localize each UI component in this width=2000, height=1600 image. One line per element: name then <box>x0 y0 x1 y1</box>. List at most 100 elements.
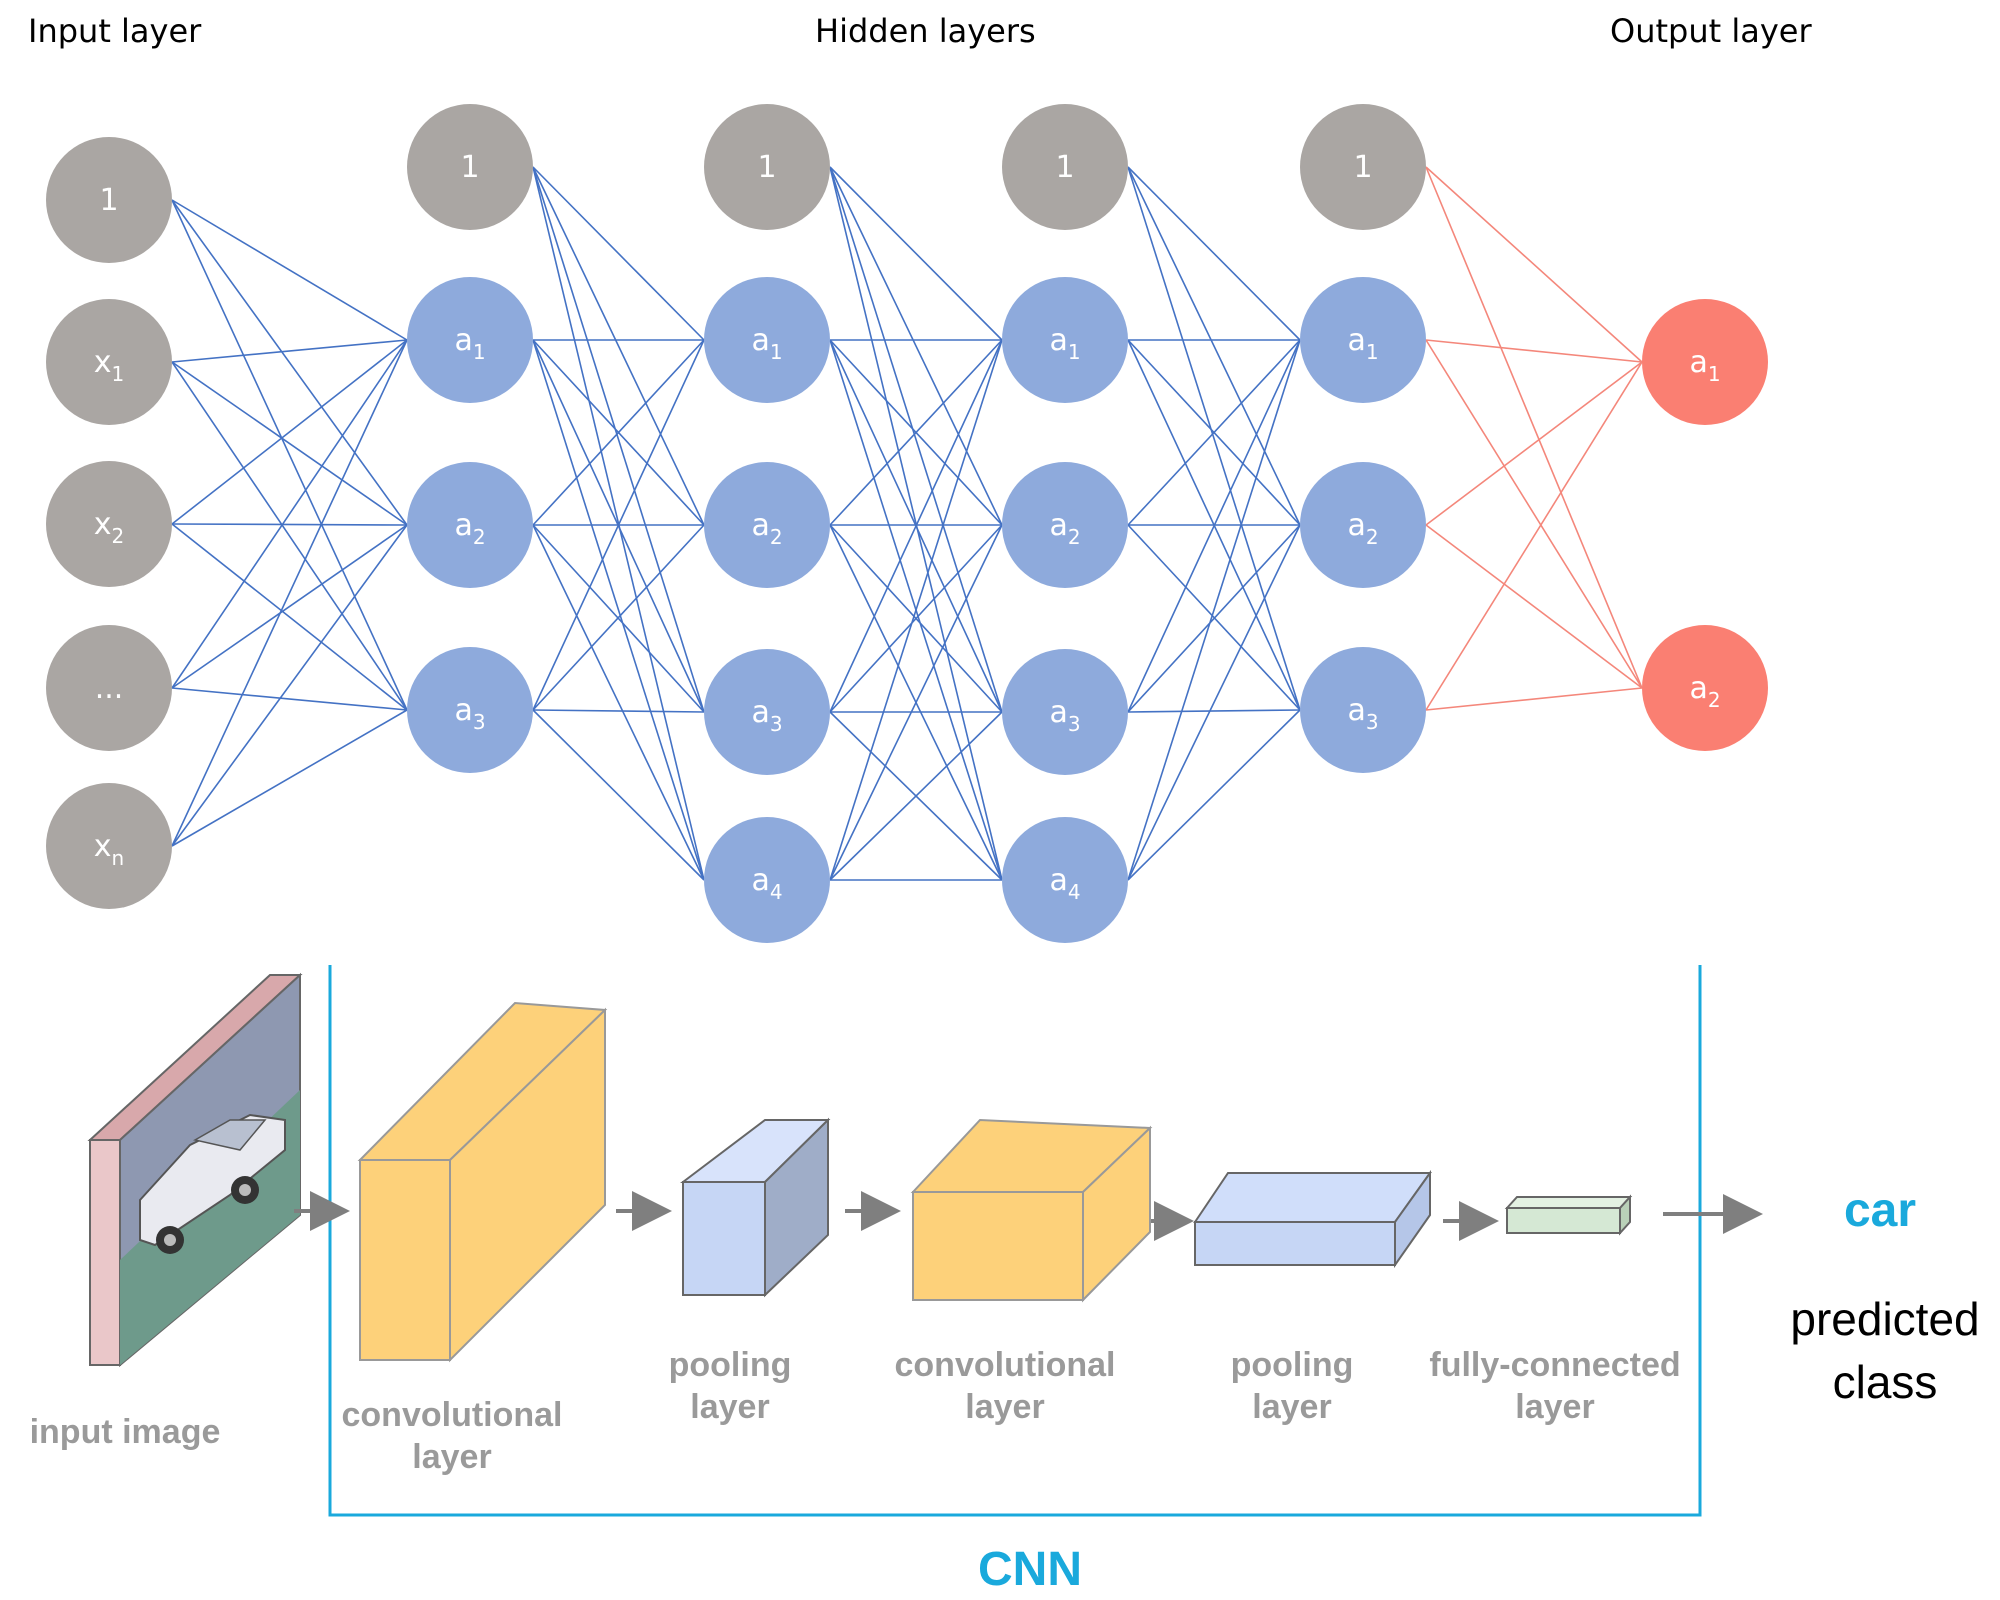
node-hidden-l3-0: 1 <box>1002 104 1128 230</box>
node-circle <box>407 462 533 588</box>
node-circle <box>704 649 830 775</box>
edge-l2-n4-to-n3 <box>829 711 1003 881</box>
node-input-l0-0: 1 <box>46 137 172 263</box>
conv-layer-2-label-line1: convolutional <box>895 1346 1116 1384</box>
cnn-bracket <box>328 965 1702 1517</box>
edge-l1-n1-to-n4 <box>532 339 705 881</box>
node-output-l5-0: a1 <box>1642 299 1768 425</box>
edge-l1-n2-to-n1 <box>532 339 705 526</box>
edge-l4-n2-to-n1 <box>1425 524 1643 689</box>
pooling-layer-1-label-line1: pooling <box>669 1346 792 1384</box>
edge-l3-n0-to-n1 <box>1127 166 1301 341</box>
edge-l0-n0-to-n1 <box>171 199 408 341</box>
edge-l0-n2-to-n1 <box>171 339 408 525</box>
edge-l0-n4-to-n2 <box>171 524 408 847</box>
node-circle <box>1300 462 1426 588</box>
edge-l2-n0-to-n4 <box>829 166 1003 881</box>
edge-l4-n3-to-n0 <box>1425 361 1643 711</box>
node-circle <box>704 104 830 230</box>
node-label: a3 <box>1347 693 1378 734</box>
node-label: 1 <box>757 150 776 185</box>
pooling-layer-1-label-line2: layer <box>690 1388 769 1426</box>
node-circle <box>1642 299 1768 425</box>
cnn-label: CNN <box>978 1543 1082 1596</box>
predicted-class-caption-line2: class <box>1833 1356 1938 1408</box>
pooling-layer-2-label-line2: layer <box>1252 1388 1331 1426</box>
node-label: a4 <box>751 863 782 904</box>
edge-l0-n4-to-n1 <box>171 339 408 847</box>
edge-l0-n0-to-n3 <box>171 199 408 711</box>
node-circle <box>1300 647 1426 773</box>
node-hidden-l1-0: 1 <box>407 104 533 230</box>
node-hidden-l3-4: a4 <box>1002 817 1128 943</box>
edge-l2-n2-to-n1 <box>829 339 1003 526</box>
node-hidden-l2-0: 1 <box>704 104 830 230</box>
node-circle <box>407 104 533 230</box>
edge-l4-n0-to-n1 <box>1425 166 1643 689</box>
node-input-l0-3: ... <box>46 625 172 751</box>
node-circle <box>1002 104 1128 230</box>
node-circle <box>704 462 830 588</box>
node-circle <box>1300 277 1426 403</box>
edge-l2-n0-to-n3 <box>829 166 1003 713</box>
edge-l0-n2-to-n3 <box>171 523 408 711</box>
edge-l2-n3-to-n1 <box>829 339 1003 713</box>
node-circle <box>46 461 172 587</box>
input-image-icon <box>87 972 303 1368</box>
network-nodes: 1x1x2...xn1a1a2a31a1a2a3a41a1a2a3a41a1a2… <box>46 104 1768 943</box>
edge-l4-n0-to-n0 <box>1425 166 1643 363</box>
node-hidden-l4-2: a2 <box>1300 462 1426 588</box>
edge-l1-n3-to-n2 <box>532 524 705 711</box>
pooling-layer-1-block <box>680 1117 831 1298</box>
input-layer-title: Input layer <box>28 12 202 50</box>
node-label: xn <box>94 829 124 870</box>
input-image-label: input image <box>30 1413 221 1451</box>
conv-layer-1-label-line1: convolutional <box>342 1396 563 1434</box>
edge-l0-n1-to-n1 <box>171 339 408 363</box>
node-label: a2 <box>1049 508 1080 549</box>
node-circle <box>1642 625 1768 751</box>
network-edges <box>171 166 1643 881</box>
edge-l0-n1-to-n2 <box>171 361 408 526</box>
node-label: a2 <box>454 508 485 549</box>
node-hidden-l4-3: a3 <box>1300 647 1426 773</box>
node-label: a3 <box>751 695 782 736</box>
node-label: 1 <box>1055 150 1074 185</box>
edge-l3-n3-to-n2 <box>1127 524 1301 713</box>
predicted-class-caption-line1: predicted <box>1790 1293 1979 1345</box>
node-output-l5-1: a2 <box>1642 625 1768 751</box>
node-hidden-l4-0: 1 <box>1300 104 1426 230</box>
edge-l1-n3-to-n1 <box>532 339 705 711</box>
node-circle <box>704 817 830 943</box>
node-circle <box>46 299 172 425</box>
node-label: a2 <box>1689 671 1720 712</box>
edge-l1-n3-to-n4 <box>532 709 705 881</box>
node-hidden-l2-4: a4 <box>704 817 830 943</box>
node-input-l0-2: x2 <box>46 461 172 587</box>
edge-l3-n0-to-n2 <box>1127 166 1301 526</box>
node-circle <box>1002 817 1128 943</box>
pooling-layer-2-label-line1: pooling <box>1231 1346 1354 1384</box>
node-circle <box>407 647 533 773</box>
node-label: a1 <box>1689 345 1720 386</box>
node-hidden-l1-2: a2 <box>407 462 533 588</box>
edge-l4-n3-to-n1 <box>1425 687 1643 711</box>
node-label: a1 <box>1049 323 1080 364</box>
node-hidden-l1-3: a3 <box>407 647 533 773</box>
node-circle <box>1002 649 1128 775</box>
node-label: 1 <box>99 183 118 218</box>
node-label: a1 <box>1347 323 1378 364</box>
predicted-class-value: car <box>1844 1184 1916 1237</box>
car-picture <box>139 1113 286 1254</box>
output-layer-title: Output layer <box>1610 12 1812 50</box>
node-label: ... <box>95 671 124 706</box>
edge-l0-n3-to-n3 <box>171 687 408 711</box>
node-circle <box>46 783 172 909</box>
node-label: 1 <box>460 150 479 185</box>
node-hidden-l2-2: a2 <box>704 462 830 588</box>
edge-l0-n1-to-n3 <box>171 361 408 711</box>
node-circle <box>1300 104 1426 230</box>
edge-l2-n4-to-n1 <box>829 339 1003 881</box>
pooling-layer-2-block <box>1193 1169 1432 1269</box>
